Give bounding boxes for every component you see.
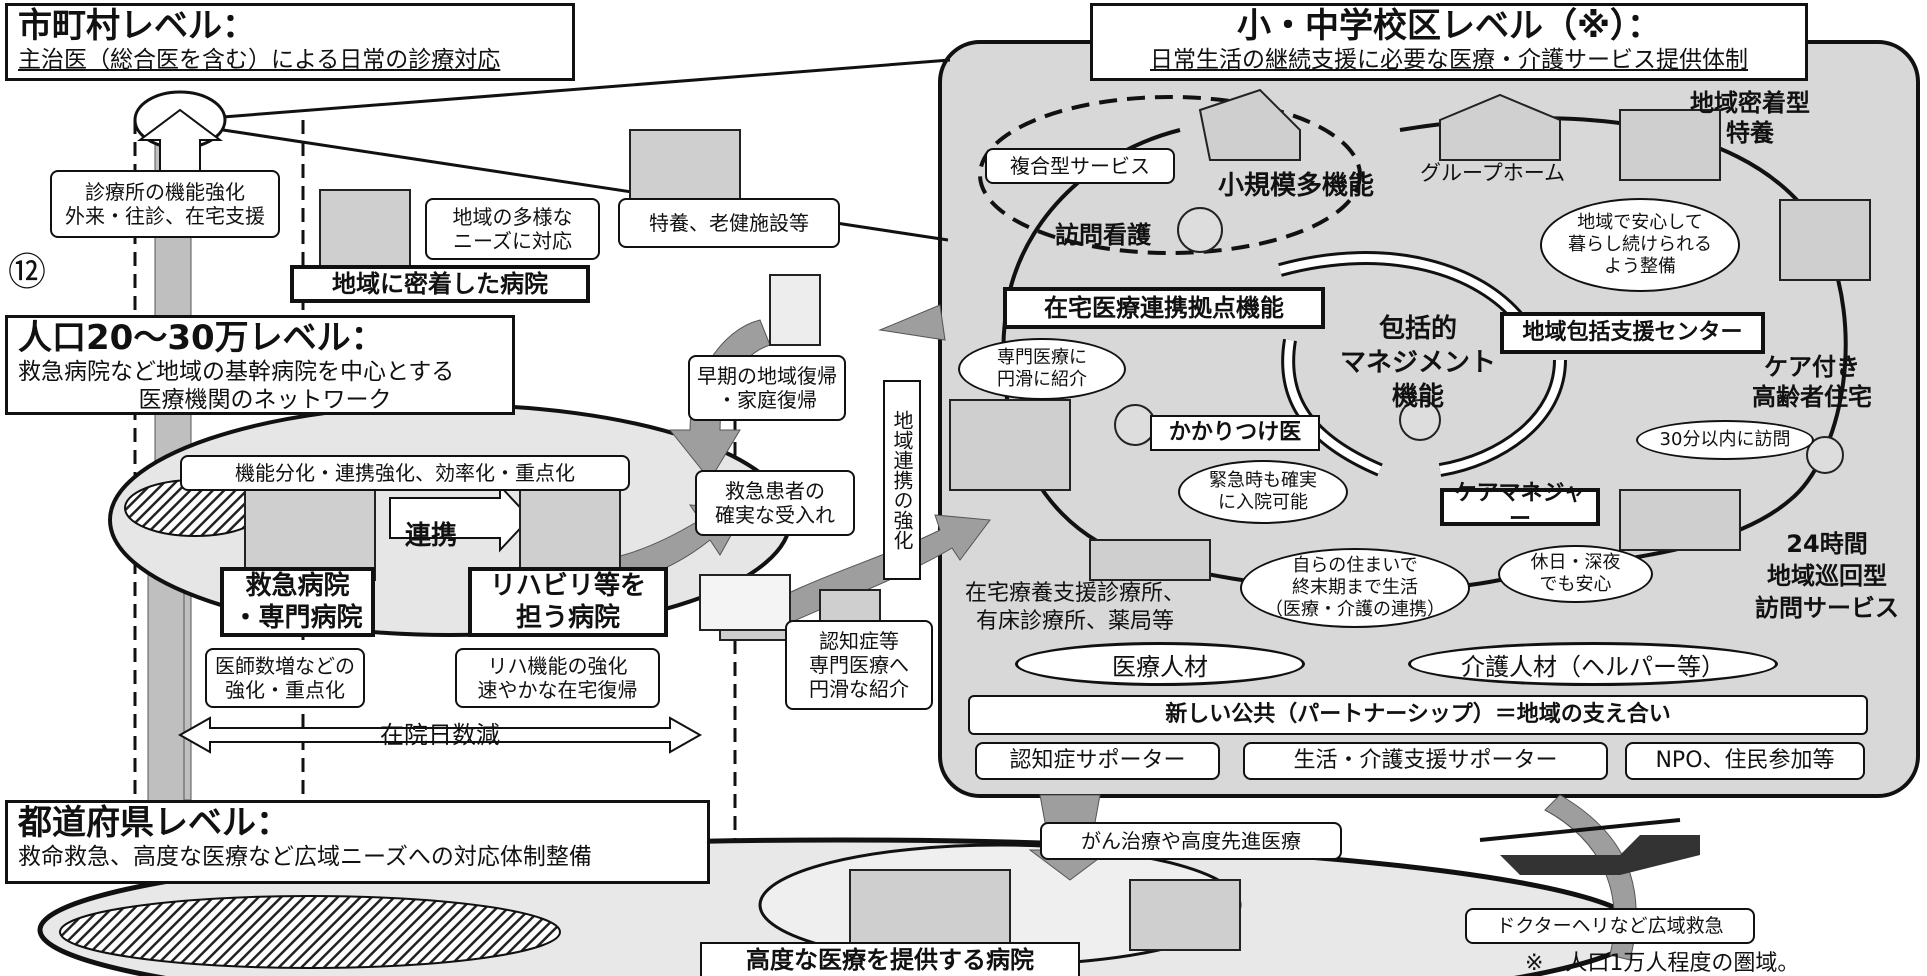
school-level-box: 小・中学校区レベル（※）： 日常生活の継続支援に必要な医療・介護サービス提供体制	[1090, 3, 1808, 81]
care-manager-box: ケアマネジャー	[1440, 481, 1600, 532]
cancer-treatment-box: がん治療や高度先進医療	[1040, 822, 1342, 860]
support-center-box: 地域包括支援センター	[1500, 312, 1765, 354]
cooperation-arrow	[389, 483, 532, 553]
small-multi-label: 小規模多機能	[1218, 171, 1375, 201]
regional-coop-label: 地域連携の強化	[890, 410, 914, 550]
early-return-box: 早期の地域復帰 ・家庭復帰	[688, 355, 846, 421]
community-care-label: 地域密着型 特養	[1690, 89, 1810, 147]
thirty-min-bubble: 30分以内に訪問	[1636, 420, 1814, 460]
home-clinic-label: 在宅療養支援診療所、 有床診療所、薬局等	[965, 581, 1186, 634]
person-icon	[1399, 399, 1441, 441]
holiday-night-bubble: 休日・深夜 でも安心	[1498, 545, 1653, 603]
population-subtitle2: 医療機関のネットワーク	[138, 387, 392, 413]
function-label-box: 機能分化・連携強化、効率化・重点化	[180, 455, 630, 491]
rotor-icon	[1479, 818, 1681, 842]
group-home-label: グループホーム	[1420, 161, 1566, 185]
flow-arrow	[878, 304, 946, 341]
care-staff-pill: 介護人材（ヘルパー等）	[1408, 642, 1778, 686]
stay-days-label: 在院日数減	[380, 721, 500, 749]
school-subtitle: 日常生活の継続支援に必要な医療・介護サービス提供体制	[1150, 47, 1748, 73]
rehab-hospital-box: リハビリ等を 担う病院	[468, 567, 668, 637]
municipal-level-box: 市町村レベル： 主治医（総合医を含む）による日常の診療対応	[5, 3, 575, 81]
circled-number: ⑫	[8, 250, 47, 294]
left-pillar-lower	[147, 559, 185, 821]
clinic-function-box: 診療所の機能強化 外来・往診、在宅支援	[50, 170, 280, 238]
emergency-accept-box: 救急患者の 確実な受入れ	[695, 470, 855, 536]
building-icons	[244, 109, 1871, 951]
regional-coop-box: 地域連携の強化	[883, 380, 921, 580]
school-title: 小・中学校区レベル（※）：	[1236, 6, 1662, 46]
house-icon	[1198, 88, 1301, 161]
patient-icon	[769, 274, 821, 346]
doctor-icon	[1114, 404, 1156, 446]
municipal-title: 市町村レベル：	[18, 6, 256, 46]
nursing-facility-box: 特養、老健施設等	[618, 198, 840, 248]
emergency-admit-bubble: 緊急時も確実 に入院可能	[1178, 460, 1348, 524]
hatched-ellipse-bottom	[59, 895, 561, 969]
group-home-icon	[1439, 93, 1561, 161]
home-medical-hub-box: 在宅医療連携拠点機能	[1003, 287, 1325, 329]
specialist-referral-bubble: 専門医療に 円滑に紹介	[958, 338, 1126, 400]
community-hospital-box: 地域に密着した病院	[290, 265, 590, 303]
combined-service-box: 複合型サービス	[985, 148, 1175, 184]
prefecture-subtitle: 救命救急、高度な医療など広域ニーズへの対応体制整備	[18, 844, 592, 870]
population-subtitle1: 救急病院など地域の基幹病院を中心とする	[18, 359, 455, 385]
cycle-arrow-inner	[1278, 254, 1524, 323]
municipal-subtitle: 主治医（総合医を含む）による日常の診療対応	[18, 47, 501, 73]
dashed-ellipse	[978, 95, 1362, 255]
helper-icon	[1806, 436, 1844, 474]
advanced-hospital-box: 高度な医療を提供する病院	[700, 942, 1080, 976]
cooperation-label: 連携	[405, 521, 458, 551]
up-arrow	[137, 108, 223, 176]
live-home-bubble: 自らの住まいで 終末期まで生活 （医療・介護の連携）	[1240, 548, 1470, 628]
doctors-box: 医師数増などの 強化・重点化	[205, 648, 365, 708]
dementia-referral-box: 認知症等 専門医療へ 円滑な紹介	[785, 620, 933, 710]
doctor-heli-box: ドクターヘリなど広域救急	[1465, 908, 1755, 944]
nurse-icon	[1177, 207, 1223, 253]
npo-box: NPO、住民参加等	[1625, 742, 1865, 780]
footnote: ※ 人口1万人程度の圏域。	[1525, 951, 1800, 976]
population-title: 人口20～30万レベル：	[18, 318, 385, 358]
twentyfour-label: 24時間 地域巡回型 訪問サービス	[1755, 530, 1899, 622]
dementia-supporter-box: 認知症サポーター	[975, 742, 1220, 780]
comprehensive-label: 包括的 マネジメント 機能	[1340, 314, 1497, 412]
prefecture-title: 都道府県レベル：	[18, 803, 290, 843]
emergency-hospital-box: 救急病院 ・専門病院	[220, 567, 375, 637]
population-level-box: 人口20～30万レベル： 救急病院など地域の基幹病院を中心とする 医療機関のネッ…	[5, 315, 515, 415]
connector-line	[209, 58, 951, 120]
cycle-arrow-inner	[1439, 359, 1564, 474]
family-doctor-box: かかりつけ医	[1150, 415, 1320, 451]
ambulance-icon	[699, 574, 791, 631]
regional-needs-box: 地域の多様な ニーズに対応	[425, 198, 600, 260]
visit-nursing-label: 訪問看護	[1055, 221, 1151, 249]
new-public-box: 新しい公共（パートナーシップ）＝地域の支え合い	[968, 695, 1868, 735]
live-safely-bubble: 地域で安心して 暮らし続けられる よう整備	[1540, 198, 1740, 292]
helicopter-icon	[1500, 835, 1700, 875]
prefecture-level-box: 都道府県レベル： 救命救急、高度な医療など広域ニーズへの対応体制整備	[5, 800, 710, 884]
life-supporter-box: 生活・介護支援サポーター	[1243, 742, 1608, 780]
medical-staff-pill: 医療人材	[1015, 642, 1305, 686]
rehab-function-box: リハ機能の強化 速やかな在宅復帰	[455, 648, 660, 708]
flow-arrow	[739, 514, 991, 641]
elderly-housing-label: ケア付き 高齢者住宅	[1752, 353, 1872, 411]
stay-days-arrow	[177, 716, 703, 754]
